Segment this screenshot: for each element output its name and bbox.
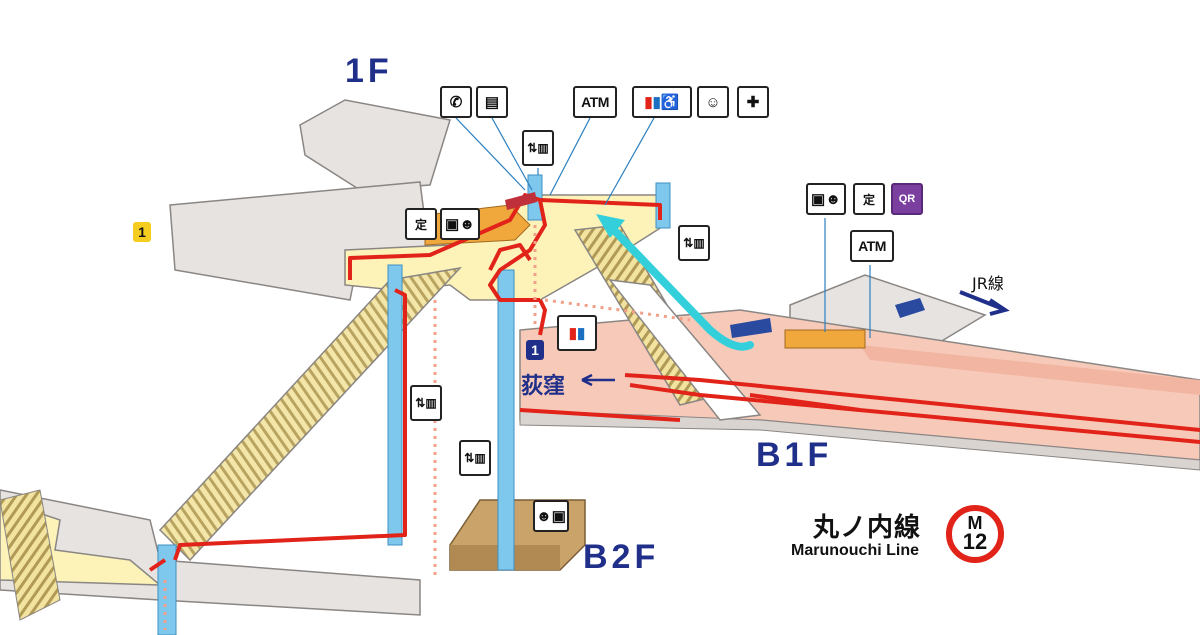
wheelchair-icon: ♿ <box>660 93 680 111</box>
floor-label-b2f: B2F <box>583 538 660 576</box>
line-badge-number: 12 <box>962 529 988 555</box>
escalator-arrow <box>608 224 754 351</box>
ogikubo-arrow <box>581 373 615 387</box>
atm-label-top: ATM <box>581 94 609 110</box>
floor-label-b1f: B1F <box>756 436 833 474</box>
stairs-lower-left <box>0 489 61 621</box>
atm-icon-top: ATM <box>573 86 617 118</box>
station-office-icon: ☻▣ <box>533 500 569 532</box>
destination-ogikubo: 荻窪 <box>521 374 566 399</box>
elevator-icon-top: ⇅▥ <box>522 130 554 166</box>
jr-line-label: JR線 <box>972 274 1004 293</box>
qr-ticket-icon: QR <box>891 183 923 215</box>
ticket-gates <box>505 192 925 338</box>
escalator-arrowhead <box>596 214 625 238</box>
coin-locker-icon: ▤ <box>476 86 508 118</box>
elevator-icon-left: ⇅▥ <box>410 385 442 421</box>
ticket-machine-staff-icon-right: ▣☻ <box>806 183 846 215</box>
baby-care-icon: ☺ <box>697 86 729 118</box>
callout-lines <box>455 117 871 338</box>
qr-label: QR <box>898 193 916 205</box>
ticket-machine-staff-icon-1f: ▣☻ <box>440 208 480 240</box>
first-aid-icon: ✚ <box>737 86 769 118</box>
exit-1-badge-navy: 1 <box>526 340 544 360</box>
commuter-pass-char-1f: 定 <box>414 217 427 232</box>
elevator-icon-right: ⇅▥ <box>678 225 710 261</box>
commuter-pass-char-right: 定 <box>862 192 875 207</box>
elevator-shafts <box>157 174 671 635</box>
atm-label-right: ATM <box>858 238 886 254</box>
platform-b1f <box>519 309 1200 471</box>
marunouchi-line-badge: M 12 <box>946 505 1004 563</box>
accessible-routes <box>148 193 1200 572</box>
escalator-center <box>608 279 762 421</box>
line-name-japanese: 丸ノ内線 <box>813 513 922 543</box>
commuter-pass-icon-right: 定 <box>853 183 885 215</box>
jr-arrow <box>959 290 1010 316</box>
line-badge-letter: M <box>967 513 983 533</box>
commuter-pass-icon-1f: 定 <box>405 208 437 240</box>
toilet-icon-b1: ▮▮ <box>557 315 597 351</box>
dotted-paths <box>163 225 691 630</box>
line-name-english: Marunouchi Line <box>791 542 919 559</box>
toilet-icon: ▮▮♿ <box>632 86 692 118</box>
phone-icon: ✆ <box>440 86 472 118</box>
floor-label-1f: 1F <box>345 52 393 90</box>
elevator-icon-b2: ⇅▥ <box>459 440 491 476</box>
atm-icon-right: ATM <box>850 230 894 262</box>
exit-1-badge-yellow: 1 <box>133 222 151 242</box>
